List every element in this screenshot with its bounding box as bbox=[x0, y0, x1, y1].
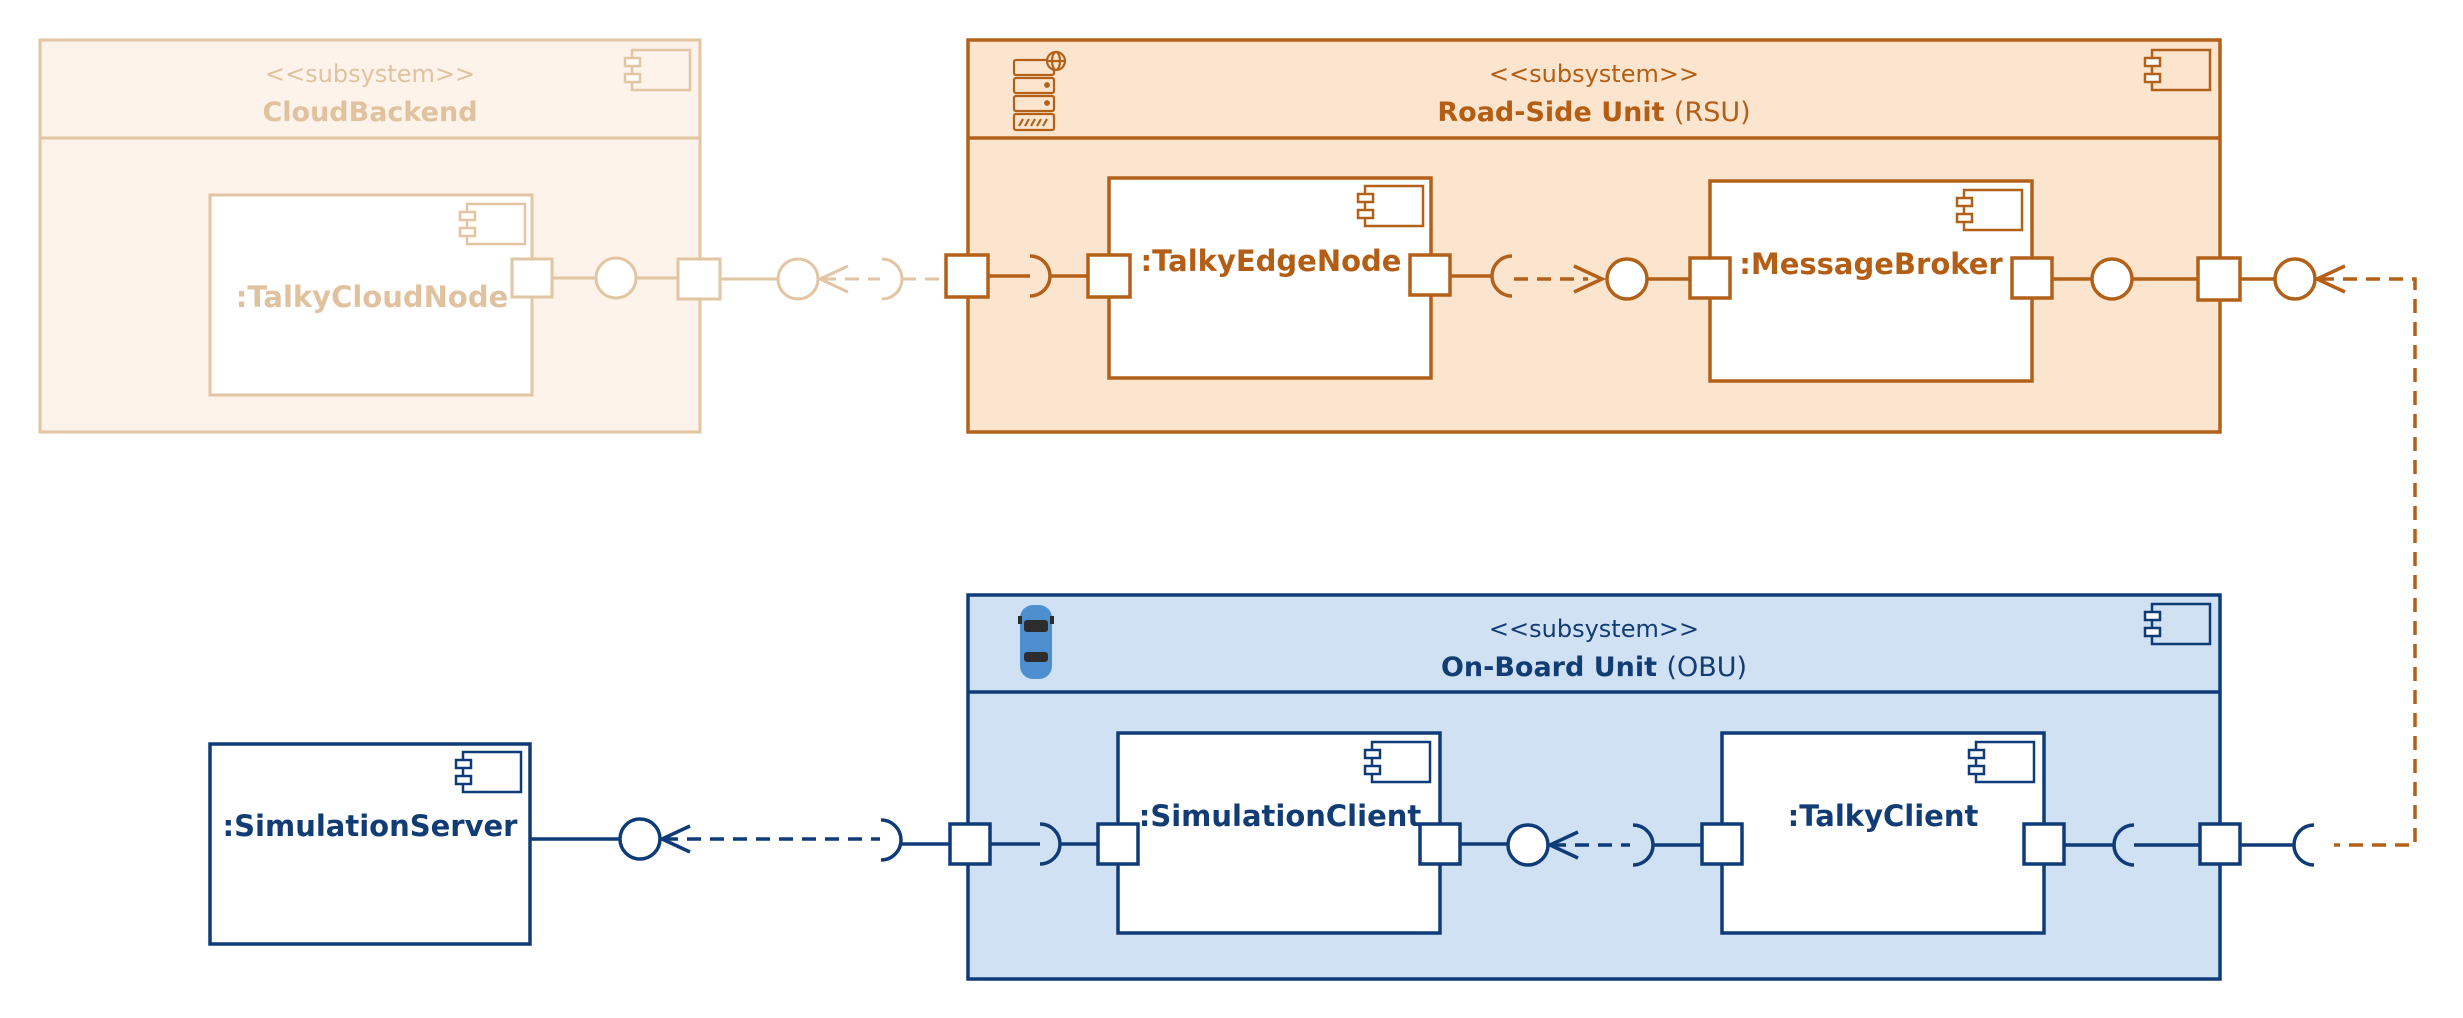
component-talky-client[interactable]: :TalkyClient bbox=[1720, 731, 2046, 935]
component-label: :TalkyCloudNode bbox=[236, 280, 509, 314]
obu-connectors bbox=[948, 822, 2315, 867]
port bbox=[1688, 256, 1732, 300]
port bbox=[2022, 822, 2066, 866]
subsystem-stereotype: <<subsystem>> bbox=[1489, 615, 1699, 643]
subsystem-name: Road-Side Unit bbox=[1437, 97, 1664, 128]
subsystem-title: Road-Side Unit (RSU) bbox=[1437, 97, 1750, 128]
subsystem-abbreviation: (OBU) bbox=[1666, 652, 1747, 683]
server-icon bbox=[1012, 50, 1067, 132]
required-interface bbox=[1490, 254, 1513, 298]
subsystem-on-board-unit: <<subsystem>> On-Board Unit (OBU) :Simul… bbox=[948, 593, 2315, 981]
required-interface bbox=[1029, 254, 1052, 298]
subsystem-name: On-Board Unit bbox=[1441, 652, 1657, 683]
subsystem-stereotype: <<subsystem>> bbox=[1489, 60, 1699, 88]
provided-interface bbox=[2090, 257, 2134, 301]
port bbox=[1418, 822, 1462, 866]
port bbox=[944, 253, 990, 299]
subsystem-road-side-unit: <<subsystem>> Road-Side Unit (RSU) :Talk… bbox=[944, 38, 2417, 847]
component-label: :SimulationServer bbox=[223, 809, 519, 843]
required-interface bbox=[881, 257, 904, 301]
subsystem-abbreviation: (RSU) bbox=[1674, 97, 1751, 128]
dependency-arrow-head bbox=[1573, 264, 1607, 294]
component-message-broker[interactable]: :MessageBroker bbox=[1708, 179, 2034, 383]
component-simulation-server[interactable]: :SimulationServer bbox=[208, 742, 532, 946]
dependency-arrow-head bbox=[1545, 830, 1579, 860]
port bbox=[510, 257, 554, 299]
port bbox=[2198, 822, 2242, 866]
car-icon bbox=[1018, 605, 1054, 679]
required-interface bbox=[1632, 823, 1655, 867]
server-connectors bbox=[530, 817, 950, 862]
port bbox=[2196, 256, 2242, 302]
subsystem-title: CloudBackend bbox=[262, 97, 477, 128]
port bbox=[1096, 822, 1140, 866]
provided-interface bbox=[618, 817, 662, 861]
subsystem-cloud-backend: <<subsystem>> CloudBackend :TalkyCloudNo… bbox=[38, 38, 946, 434]
subsystem-title: On-Board Unit (OBU) bbox=[1441, 652, 1747, 683]
provided-interface bbox=[2273, 257, 2317, 301]
component-talky-edge-node[interactable]: :TalkyEdgeNode bbox=[1107, 176, 1433, 380]
required-interface bbox=[1039, 822, 1062, 866]
provided-interface bbox=[594, 256, 638, 300]
component-label: :TalkyClient bbox=[1788, 799, 1979, 833]
port bbox=[1086, 253, 1132, 299]
rsu-connectors bbox=[944, 253, 2417, 847]
component-label: :MessageBroker bbox=[1739, 247, 2003, 281]
component-label: :SimulationClient bbox=[1139, 799, 1422, 833]
component-simulation-client[interactable]: :SimulationClient bbox=[1116, 731, 1442, 935]
port bbox=[1408, 253, 1452, 297]
provided-interface bbox=[1605, 257, 1649, 301]
port bbox=[2010, 256, 2054, 300]
component-talky-cloud-node[interactable]: :TalkyCloudNode bbox=[208, 193, 534, 397]
port bbox=[948, 822, 992, 866]
provided-interface bbox=[1506, 823, 1550, 867]
required-interface bbox=[2112, 823, 2135, 867]
port bbox=[1700, 822, 1744, 866]
component-label: :TalkyEdgeNode bbox=[1141, 244, 1402, 278]
subsystem-stereotype: <<subsystem>> bbox=[265, 60, 475, 88]
required-interface bbox=[2292, 823, 2315, 867]
cloud-connectors bbox=[510, 256, 946, 301]
required-interface bbox=[880, 818, 903, 862]
dependency-line-obu-to-rsu bbox=[2320, 277, 2417, 847]
dependency-arrow-head bbox=[657, 824, 691, 854]
provided-interface bbox=[776, 257, 820, 301]
port bbox=[676, 257, 722, 301]
dependency-arrow-head bbox=[2312, 264, 2346, 294]
dependency-arrow-head bbox=[816, 264, 849, 294]
